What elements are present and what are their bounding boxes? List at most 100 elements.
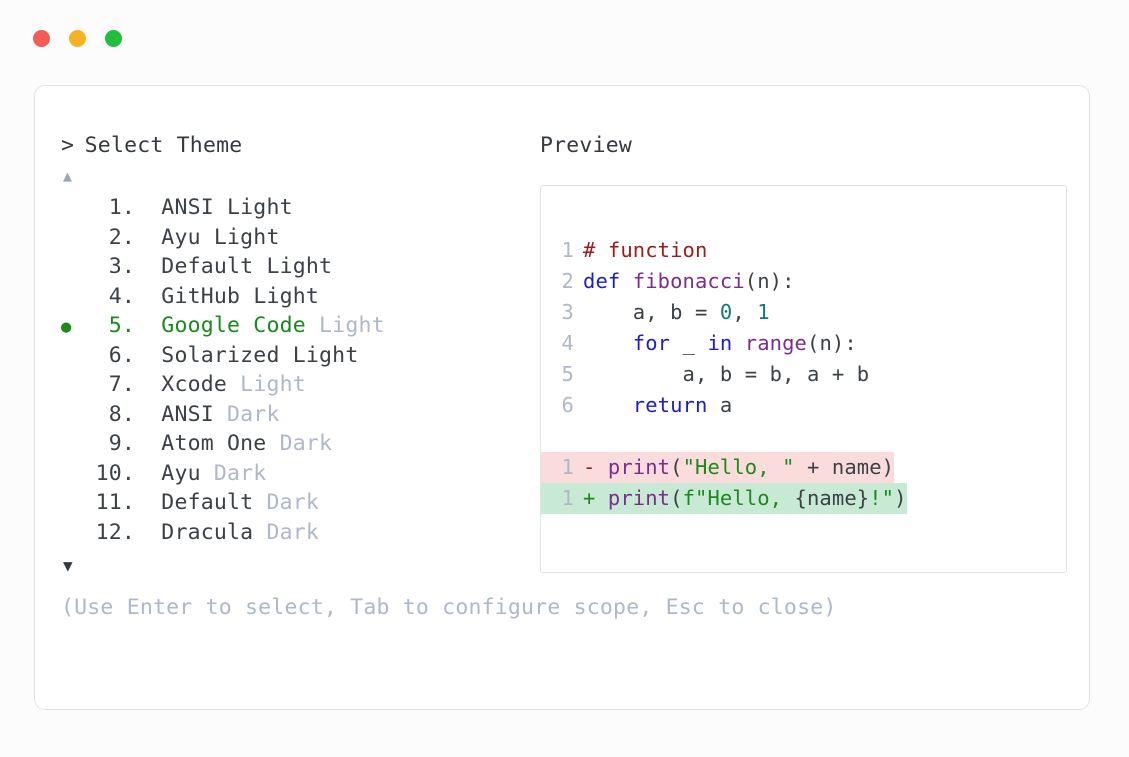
theme-name: Default — [161, 490, 254, 515]
minimize-button[interactable] — [69, 30, 86, 47]
maximize-button[interactable] — [105, 30, 122, 47]
bullet-placeholder: ● — [61, 520, 87, 549]
theme-name-spacer — [135, 194, 161, 223]
theme-name: GitHub — [161, 283, 241, 309]
preview-label: Preview — [540, 133, 633, 158]
theme-name: Atom One — [161, 431, 267, 456]
prompt-header: > Select Theme — [61, 132, 531, 160]
theme-name: Default — [161, 254, 254, 279]
theme-variant: Light — [279, 342, 359, 368]
code-token: "Hello, " — [682, 455, 795, 479]
diff-line-highlight: 1- print("Hello, " + name) — [541, 452, 895, 483]
theme-list-item[interactable]: ●4. GitHub Light — [61, 283, 531, 313]
code-line: 5 a, b = b, a + b — [541, 359, 1066, 390]
theme-variant: Light — [227, 372, 306, 397]
code-token: # function — [583, 238, 708, 262]
code-preview-panel: 1 # function 2 def fibonacci (n): 3 a, b = 0,… — [540, 185, 1067, 573]
theme-list-item[interactable]: ●6. Solarized Light — [61, 342, 531, 372]
code-token: return — [632, 393, 708, 417]
theme-index: 4. — [108, 283, 135, 309]
code-token: f"Hello, — [682, 486, 795, 510]
window-traffic-lights — [33, 30, 122, 47]
theme-name: Google Code — [161, 313, 306, 338]
code-line-content: a, b = 0, 1 — [583, 297, 770, 328]
theme-name: ANSI — [161, 195, 214, 220]
theme-list-item[interactable]: ●3. Default Light — [61, 253, 531, 283]
theme-list-item[interactable]: ●7. Xcode Light — [61, 371, 531, 401]
code-spacer — [541, 421, 1066, 452]
theme-name-spacer — [135, 342, 161, 371]
theme-list-item[interactable]: ●10. Ayu Dark — [61, 460, 531, 490]
code-token: (n): — [807, 331, 857, 355]
line-number: 2 — [561, 269, 574, 293]
theme-name-spacer — [135, 489, 161, 518]
code-token: ) — [894, 486, 907, 510]
line-number: 1 — [561, 238, 574, 262]
diff-line-highlight: 1+ print(f"Hello, {name}!") — [541, 483, 907, 514]
diff-sign: + — [583, 486, 608, 510]
theme-variant: Dark — [200, 460, 267, 486]
theme-list-item[interactable]: ●11. Default Dark — [61, 489, 531, 519]
diff-line-plus: 1+ print(f"Hello, {name}!") — [541, 483, 1066, 514]
line-number: 5 — [561, 362, 574, 386]
code-token: def — [583, 269, 633, 293]
theme-name-spacer — [135, 401, 161, 430]
theme-list-item[interactable]: ●2. Ayu Light — [61, 224, 531, 254]
code-token: 1 — [757, 300, 770, 324]
theme-name-spacer — [135, 371, 161, 400]
theme-index: 10. — [95, 460, 135, 486]
code-token: fibonacci — [632, 269, 745, 293]
diff-line-minus: 1- print("Hello, " + name) — [541, 452, 1066, 483]
code-token: a, b = — [583, 300, 720, 324]
line-number: 6 — [561, 393, 574, 417]
bullet-placeholder: ● — [61, 402, 87, 431]
theme-variant: Light — [200, 224, 280, 250]
theme-name-spacer — [135, 519, 161, 548]
theme-name-spacer — [135, 460, 161, 489]
code-block: 1 # function 2 def fibonacci (n): 3 a, b = 0,… — [541, 235, 1066, 421]
preview-column: Preview 1 # function 2 def fibonacci (n): 3 a… — [540, 132, 1070, 573]
close-button[interactable] — [33, 30, 50, 47]
theme-name-spacer — [135, 312, 161, 341]
code-line-content: a, b = b, a + b — [583, 359, 870, 390]
theme-list-item[interactable]: ●1. ANSI Light — [61, 194, 531, 224]
scroll-up-icon[interactable]: ▲ — [63, 167, 73, 185]
theme-variant: Dark — [253, 490, 320, 515]
code-token: _ — [670, 331, 708, 355]
theme-list-item[interactable]: ●5. Google Code Light — [61, 312, 531, 342]
line-number: 1 — [561, 455, 574, 479]
theme-index: 3. — [108, 254, 135, 279]
code-token: {name} — [794, 486, 870, 510]
line-number: 3 — [561, 300, 574, 324]
code-token: + name) — [794, 455, 895, 479]
code-line: 3 a, b = 0, 1 — [541, 297, 1066, 328]
theme-list-item[interactable]: ●8. ANSI Dark — [61, 401, 531, 431]
bullet-placeholder: ● — [61, 431, 87, 460]
theme-list-item[interactable]: ●9. Atom One Dark — [61, 430, 531, 460]
code-line: 1 # function — [541, 235, 1066, 266]
theme-index: 8. — [108, 401, 135, 427]
theme-variant: Dark — [213, 401, 280, 427]
bullet-placeholder: ● — [61, 461, 87, 490]
prompt-caret-icon: > — [61, 133, 75, 158]
theme-name: Solarized — [161, 342, 280, 368]
theme-list: ●1. ANSI Light●2. Ayu Light●3. Default L… — [61, 194, 531, 548]
code-line: 4 for _ in range(n): — [541, 328, 1066, 359]
code-token: 0 — [719, 300, 733, 324]
diff-line-content: print(f"Hello, {name}!") — [608, 483, 907, 514]
scroll-down-icon[interactable]: ▼ — [63, 556, 73, 575]
theme-name: Xcode — [161, 372, 228, 397]
code-token: in — [707, 331, 733, 355]
code-token: print — [607, 455, 671, 479]
bullet-placeholder: ● — [61, 254, 87, 283]
line-number: 4 — [561, 331, 574, 355]
diff-line-content: print("Hello, " + name) — [608, 452, 894, 483]
code-token: print — [607, 486, 671, 510]
theme-name-spacer — [135, 224, 161, 253]
theme-variant: Light — [240, 283, 320, 309]
theme-list-item[interactable]: ●12. Dracula Dark — [61, 519, 531, 549]
code-token — [583, 331, 633, 355]
theme-name-spacer — [135, 253, 161, 282]
theme-variant: Light — [305, 313, 385, 338]
